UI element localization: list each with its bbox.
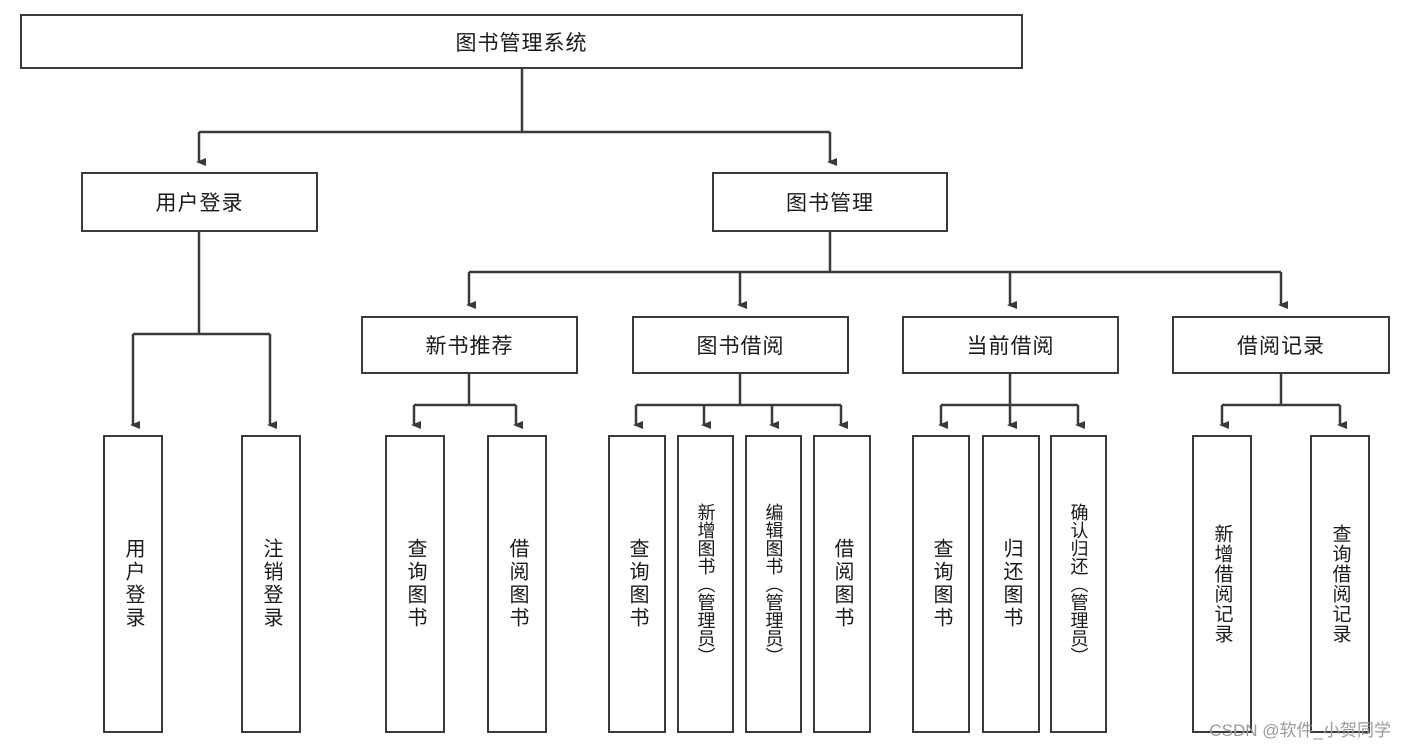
node-new-book-recommend[interactable]: 新书推荐 <box>361 316 578 374</box>
node-label: 借阅图书 <box>506 538 528 630</box>
node-label: 新增图书（管理员） <box>695 503 716 665</box>
leaf-query-book-current[interactable]: 查询图书 <box>912 435 970 733</box>
node-label: 编辑图书（管理员） <box>763 503 784 665</box>
leaf-edit-book-admin[interactable]: 编辑图书（管理员） <box>745 435 802 733</box>
leaf-borrow-book-recommend[interactable]: 借阅图书 <box>487 435 547 733</box>
leaf-confirm-return-admin[interactable]: 确认归还（管理员） <box>1050 435 1107 733</box>
node-label: 查询借阅记录 <box>1329 524 1351 644</box>
node-label: 借阅记录 <box>1237 335 1325 358</box>
leaf-borrow-book[interactable]: 借阅图书 <box>813 435 871 733</box>
node-user-login[interactable]: 用户登录 <box>81 172 318 232</box>
node-label: 当前借阅 <box>966 335 1055 358</box>
node-book-borrow[interactable]: 图书借阅 <box>632 316 849 374</box>
node-label: 新书推荐 <box>425 335 514 358</box>
node-current-borrow[interactable]: 当前借阅 <box>902 316 1119 374</box>
leaf-return-book[interactable]: 归还图书 <box>982 435 1040 733</box>
leaf-query-book-recommend[interactable]: 查询图书 <box>385 435 445 733</box>
leaf-query-borrow-record[interactable]: 查询借阅记录 <box>1310 435 1370 733</box>
node-label: 用户登录 <box>122 538 144 630</box>
node-label: 确认归还（管理员） <box>1068 503 1089 665</box>
node-label: 图书管理系统 <box>455 31 588 55</box>
leaf-user-login[interactable]: 用户登录 <box>103 435 163 733</box>
leaf-query-book-borrow[interactable]: 查询图书 <box>608 435 666 733</box>
node-book-management[interactable]: 图书管理 <box>712 172 948 232</box>
node-borrow-record[interactable]: 借阅记录 <box>1172 316 1390 374</box>
node-label: 注销登录 <box>260 538 282 630</box>
node-label: 归还图书 <box>1000 538 1022 630</box>
node-label: 用户登录 <box>155 192 244 215</box>
node-label: 借阅图书 <box>831 538 853 630</box>
node-label: 新增借阅记录 <box>1211 524 1233 644</box>
node-label: 图书借阅 <box>696 335 785 358</box>
node-label: 查询图书 <box>930 538 952 630</box>
node-label: 查询图书 <box>626 538 648 630</box>
leaf-add-book-admin[interactable]: 新增图书（管理员） <box>677 435 734 733</box>
leaf-logout[interactable]: 注销登录 <box>241 435 301 733</box>
leaf-add-borrow-record[interactable]: 新增借阅记录 <box>1192 435 1252 733</box>
node-label: 查询图书 <box>404 538 426 630</box>
csdn-watermark: CSDN @软件_小贺同学 <box>1209 721 1391 740</box>
node-label: 图书管理 <box>786 192 874 215</box>
node-root-book-management-system[interactable]: 图书管理系统 <box>20 14 1023 69</box>
